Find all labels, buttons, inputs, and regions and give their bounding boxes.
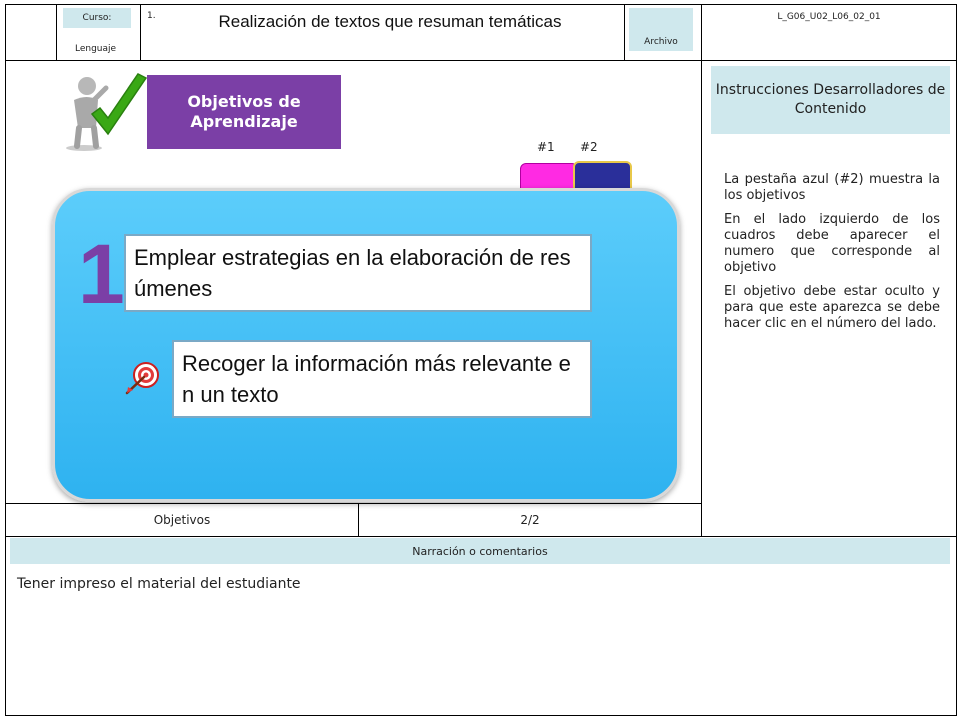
header-col-3 [624, 4, 625, 61]
lesson-code: L_G06_U02_L06_02_01 [777, 12, 881, 22]
footer-top-line [5, 503, 702, 504]
tab-2-label: #2 [580, 140, 598, 154]
instruction-p2: En el lado izquierdo de los cuadros debe… [724, 212, 940, 275]
checkmark-figure-icon [66, 73, 148, 151]
right-column-line [701, 4, 702, 537]
frame-bottom [5, 715, 957, 716]
instruction-p3: El objetivo debe estar oculto y para que… [724, 284, 940, 331]
frame-top [5, 4, 957, 5]
curso-label: Curso: [63, 8, 131, 28]
footer-mid-line [358, 503, 359, 537]
instructions-body: La pestaña azul (#2) muestra la los obje… [724, 172, 940, 340]
footer-page: 2/2 [520, 513, 540, 527]
header-col-2 [140, 4, 141, 61]
footer-section: Objetivos [153, 513, 211, 527]
header-divider [5, 60, 957, 61]
lesson-number: 1. [147, 11, 156, 21]
badge-line-2: Aprendizaje [190, 112, 298, 131]
page-title: Realización de textos que resuman temáti… [218, 12, 562, 31]
frame-left [5, 4, 6, 716]
subject-label: Lenguaje [75, 44, 117, 54]
frame-right [956, 4, 957, 716]
instructions-header: Instrucciones Desarrolladores de Conteni… [711, 66, 950, 134]
objectives-badge: Objetivos de Aprendizaje [147, 75, 341, 149]
archivo-label: Archivo [629, 8, 693, 51]
target-icon[interactable] [124, 360, 160, 396]
objective-main-box: Emplear estrategias en la elaboración de… [124, 234, 592, 312]
objective-sub-box: Recoger la información más relevante en … [172, 340, 592, 418]
objective-number[interactable]: 1 [78, 227, 125, 321]
narration-header: Narración o comentarios [10, 538, 950, 564]
narration-divider [5, 536, 957, 537]
tab-1-label: #1 [537, 140, 555, 154]
header-col-1 [56, 4, 57, 61]
badge-line-1: Objetivos de [187, 92, 301, 111]
instruction-p1: La pestaña azul (#2) muestra la los obje… [724, 172, 940, 203]
narration-text: Tener impreso el material del estudiante [17, 576, 301, 592]
